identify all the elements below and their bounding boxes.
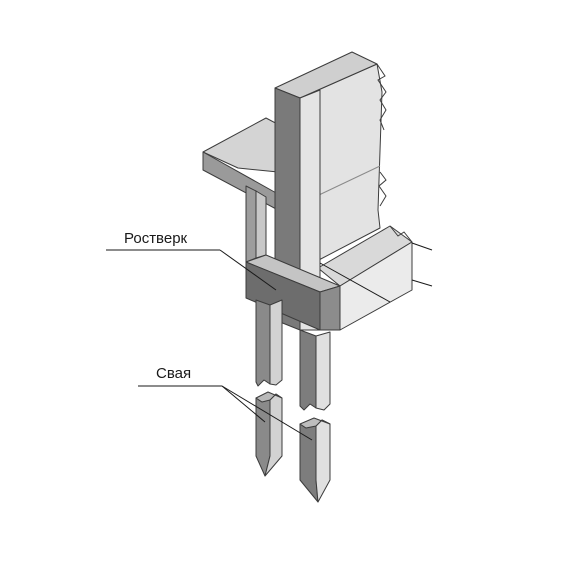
- wall-break-line-lower: [378, 171, 387, 207]
- pile-right-upper-front: [299, 329, 317, 411]
- pile-right-tip-top: [299, 417, 331, 429]
- pile-leader-to-left-pile: [221, 385, 266, 423]
- pile-left-tip-top: [255, 391, 283, 403]
- frame-back-leg-side: [255, 190, 267, 259]
- grillage-label: Ростверк: [124, 230, 188, 247]
- grillage-side: [319, 285, 341, 331]
- pile-label: Свая: [156, 365, 191, 382]
- pile-left-upper-front: [255, 299, 271, 387]
- wall-break-line: [376, 63, 387, 131]
- pile-right-tip-side: [315, 419, 331, 503]
- grillage-leader-diagonal: [219, 249, 277, 291]
- pile-left-upper: [255, 299, 283, 387]
- frame-back-leg: [245, 185, 267, 263]
- lower-slab-break: [389, 225, 413, 243]
- pile-leader-to-right-pile: [221, 385, 313, 441]
- pile-right-tip: [299, 417, 331, 503]
- pile-leader: [138, 385, 313, 441]
- grillage-beam: [245, 254, 341, 331]
- dimension-line-bottom: [411, 279, 433, 287]
- pile-right-upper-side: [315, 331, 331, 411]
- grillage-leader: [106, 249, 391, 303]
- frame-back-leg-front: [245, 185, 257, 263]
- pile-left-upper-side: [269, 299, 283, 386]
- pile-right-upper: [299, 329, 331, 411]
- pile-left-tip: [255, 391, 283, 477]
- dimension-line-top: [411, 242, 433, 251]
- grillage-leader-extension: [319, 262, 391, 303]
